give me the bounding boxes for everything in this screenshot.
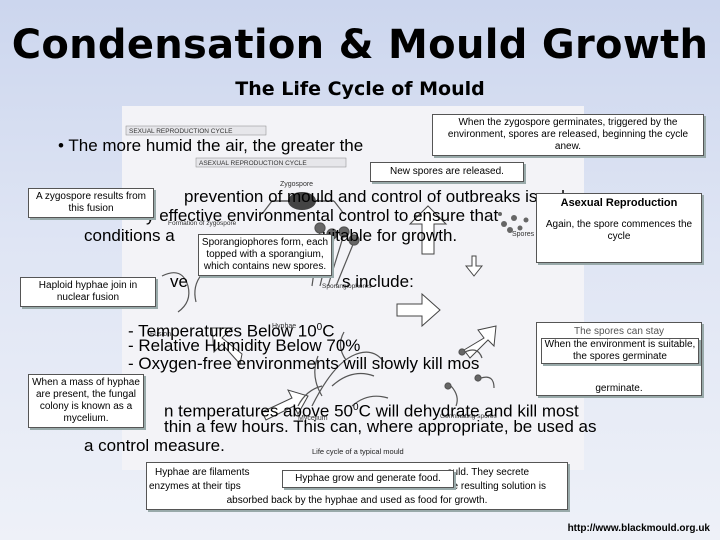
paragraph-temperature-line3: a control measure. [84,436,225,455]
slide-subtitle: The Life Cycle of Mould [235,78,485,100]
source-url: http://www.blackmould.org.uk [567,523,710,534]
formation-of-zygospore-label: Formation of zygospore [168,220,237,227]
spores-stay-text: The spores can stay [573,326,665,337]
slide-title: Condensation & Mould Growth [11,22,709,68]
callout-asexual-reproduction: Asexual Reproduction Again, the spore co… [536,193,702,263]
cycle-arrow-bottom [261,389,309,421]
cycle-arrow-up [408,205,448,255]
fusion-label: Fusion [150,331,171,338]
list-oxygen: - Oxygen-free environments will slowly k… [128,354,480,373]
enzymes-line-end: he resulting solution is [447,481,546,492]
zygospore-illustration [261,192,345,215]
enzymes-line-start: enzymes at their tips [149,481,241,492]
environment-suitable-text: When the environment is suitable, the sp… [541,338,699,364]
hyphae-label: Hyphae [272,323,296,330]
diagram-caption: Life cycle of a typical mould [312,447,404,456]
hyphae-filaments-end: ould. They secrete [447,467,530,478]
callout-spores-stay: The spores can stay When the environment… [536,322,702,396]
bullet-measures-a: ve [170,272,188,291]
callout-haploid-hyphae: Haploid hyphae join in nuclear fusion [20,277,156,307]
paragraph-temperature-line2: thin a few hours. This can, where approp… [164,417,597,436]
asexual-cycle-label: ASEXUAL REPRODUCTION CYCLE [199,160,307,167]
hyphae-filaments-start: Hyphae are filaments [155,467,250,478]
list-temperature: - Temperatures Below 100C [128,321,335,341]
bullet-prevention-line1: prevention of mould and control of outbr… [184,187,574,206]
zygospore-label: Zygospore [280,181,313,188]
bullet-prevention-line2: y effective environmental control to ens… [146,206,499,225]
bullet-measures-b: s include: [342,272,414,291]
list-humidity: - Relative Humidity Below 70% [128,336,361,355]
bullet-humid-air: • The more humid the air, the greater th… [58,136,364,155]
absorbed-line: absorbed back by the hyphae and used as … [226,495,488,506]
cycle-arrow-down-left [211,327,243,366]
callout-hyphae-grow: Hyphae grow and generate food. [282,470,454,488]
mycelium-label: Mycelium [298,415,328,422]
asexual-reproduction-body: Again, the spore commences the cycle [545,219,693,242]
spores-illustration [498,212,529,233]
bullet-prevention-line3a: conditions a [84,226,175,245]
callout-mass-of-hyphae: When a mass of hyphae are present, the f… [28,374,144,428]
life-cycle-illustration: SEXUAL REPRODUCTION CYCLE ASEXUAL REPROD… [125,125,535,456]
mycelium-illustration [297,331,389,407]
callout-zygospore-germinates: When the zygospore germinates, triggered… [432,114,704,156]
callout-new-spores: New spores are released. [370,162,524,182]
callout-sporangiophores: Sporangiophores form, each topped with a… [198,234,332,276]
germinate-text: germinate. [595,383,643,394]
paragraph-temperature-line1: n temperatures above 500C will dehydrate… [164,401,579,421]
sporangiophores-label: Sporangiophores [322,283,372,290]
germinating-spores-label: Germinating spores [440,413,497,420]
germinating-spores-illustration [444,348,495,407]
spores-label: Spores [512,231,535,238]
cycle-arrow-right [396,292,441,328]
sexual-cycle-label: SEXUAL REPRODUCTION CYCLE [129,128,233,135]
asexual-reproduction-heading: Asexual Reproduction [560,197,678,209]
bullet-prevention-line3b: uitable for growth. [322,226,458,245]
fusion-illustration [161,272,203,313]
callout-zygospore-results: A zygospore results from this fusion [28,188,154,218]
